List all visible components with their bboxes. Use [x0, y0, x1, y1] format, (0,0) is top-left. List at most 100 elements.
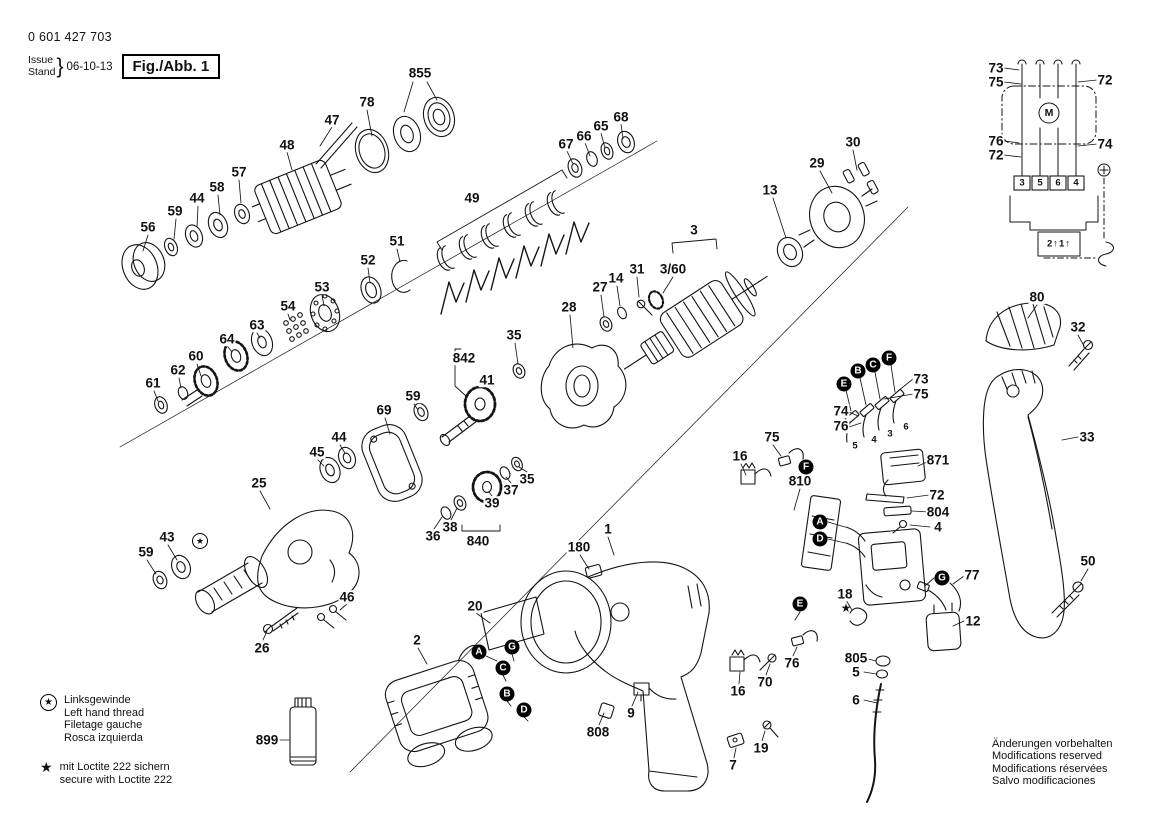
spring-washers-49-drawing	[436, 190, 565, 271]
text-line: Rosca izquierda	[64, 731, 143, 744]
coil-springs-drawing	[440, 221, 590, 315]
text-line: Left hand thread	[64, 706, 145, 719]
switch-body-drawing	[857, 528, 927, 606]
part-number: 0 601 427 703	[28, 30, 112, 44]
clamp-18-drawing	[849, 607, 868, 626]
handle-33-drawing	[982, 369, 1065, 639]
screw-50-drawing	[1051, 581, 1084, 618]
suppressor-12-drawing	[925, 602, 962, 652]
washers-43-59c-drawing	[152, 554, 192, 590]
circled-star-icon: ★	[40, 694, 57, 711]
motor-symbol-circle	[1038, 102, 1060, 124]
text-line: Modifications reserved	[992, 750, 1103, 763]
switch-871-drawing	[880, 448, 926, 497]
strain-relief-s	[1098, 241, 1114, 267]
stator-2-drawing	[384, 644, 493, 768]
issue-label: Issue	[28, 53, 54, 66]
figure-label: Fig./Abb. 1	[121, 54, 221, 79]
part-7-drawing	[726, 732, 745, 748]
screw-19-drawing	[762, 720, 779, 738]
bearing-plate-29-drawing	[798, 161, 879, 249]
title-block: 0 601 427 703 Issue Stand } 06-10-13 Fig…	[28, 30, 221, 79]
bracket-lines	[436, 169, 718, 532]
gasket-69-drawing	[361, 424, 423, 502]
pinion-3-60-drawing	[647, 290, 665, 310]
bearing-13-drawing	[776, 236, 804, 268]
text-line: Modifications réservées	[992, 762, 1108, 775]
bearing-flange-28-drawing	[540, 343, 627, 429]
switch-terminal-label: 2↑1↑	[1046, 238, 1072, 250]
connector-76c-drawing	[790, 630, 818, 647]
bearings-855-drawing	[392, 96, 456, 153]
issue-row: Issue Stand } 06-10-13 Fig./Abb. 1	[28, 53, 221, 79]
shaft-47-drawing	[315, 122, 358, 169]
snap-ring-51-drawing	[391, 259, 411, 293]
cover-80-drawing	[985, 302, 1062, 351]
text-line: Linksgewinde	[64, 694, 131, 706]
gear-64-drawing	[223, 340, 249, 372]
plate-180-drawing	[584, 563, 603, 579]
gear-housing-25-drawing	[194, 509, 360, 615]
motor-symbol-label: M	[1044, 107, 1054, 119]
screw-26-drawing	[262, 607, 299, 635]
lever-72-drawing	[865, 493, 905, 504]
text-line: Filetage gauche	[64, 719, 143, 731]
washers-59-44-58-57-drawing	[163, 203, 251, 257]
ring-78-drawing	[354, 128, 390, 174]
screws-46-drawing	[316, 604, 347, 629]
screw-32-drawing	[1068, 339, 1094, 371]
screw-70-drawing	[759, 653, 777, 671]
brush-16b-drawing	[729, 649, 761, 672]
disc-63-drawing	[250, 327, 274, 357]
washers-62-61-drawing	[154, 386, 189, 414]
gear-shaft-41-drawing	[439, 385, 497, 446]
balls-54-drawing	[283, 312, 309, 342]
construction-lines	[119, 140, 909, 773]
ground-symbol	[1097, 163, 1111, 177]
pegs-30-drawing	[842, 161, 879, 195]
brush-16a-drawing	[740, 462, 772, 485]
armature-3-drawing	[623, 271, 768, 370]
connector-g-drawing	[916, 581, 947, 611]
bracket-9-drawing	[633, 682, 650, 702]
text-line: secure with Loctite 222	[59, 773, 173, 786]
pinion-60-drawing	[181, 365, 219, 407]
part-804-drawing	[883, 505, 912, 517]
issue-date: 06-10-13	[66, 60, 113, 73]
wiring-schematic-drawing	[1001, 59, 1114, 267]
cap-56-drawing	[121, 242, 166, 290]
ring-52-drawing	[360, 276, 382, 304]
grease-tube-899-drawing	[289, 697, 317, 766]
text-line: mit Loctite 222 sichern	[59, 761, 170, 773]
wires-ad-drawing	[845, 526, 866, 558]
washers-67-66-65-68-drawing	[567, 130, 635, 178]
motor-housing-1-drawing	[520, 561, 710, 792]
terminals-ebcf-drawing	[844, 389, 905, 443]
bearing-53-drawing	[309, 293, 341, 333]
connector-75a-drawing	[777, 448, 804, 467]
pad-808-drawing	[598, 702, 615, 719]
gear-39-cluster-drawing	[440, 456, 523, 520]
issue-stand-labels: Issue Stand	[28, 53, 56, 78]
nameplate-20-drawing	[480, 596, 545, 651]
leader-lines	[142, 67, 1098, 759]
washer-35a-drawing	[512, 363, 526, 379]
stand-label: Stand	[28, 65, 56, 78]
wire-77-drawing	[949, 582, 962, 612]
washers-27-14-screw-31-drawing	[599, 299, 653, 332]
brush-assembly-810-drawing	[800, 495, 842, 571]
switch-block	[1037, 231, 1081, 257]
cable-805-5-6-drawing	[866, 655, 891, 803]
armature-core-48-drawing	[251, 159, 352, 235]
star-icon: ★	[40, 759, 53, 775]
text-line: Änderungen vorbehalten	[992, 738, 1113, 750]
brace-glyph: }	[56, 54, 64, 78]
text-line: Salvo modificaciones	[992, 774, 1096, 787]
